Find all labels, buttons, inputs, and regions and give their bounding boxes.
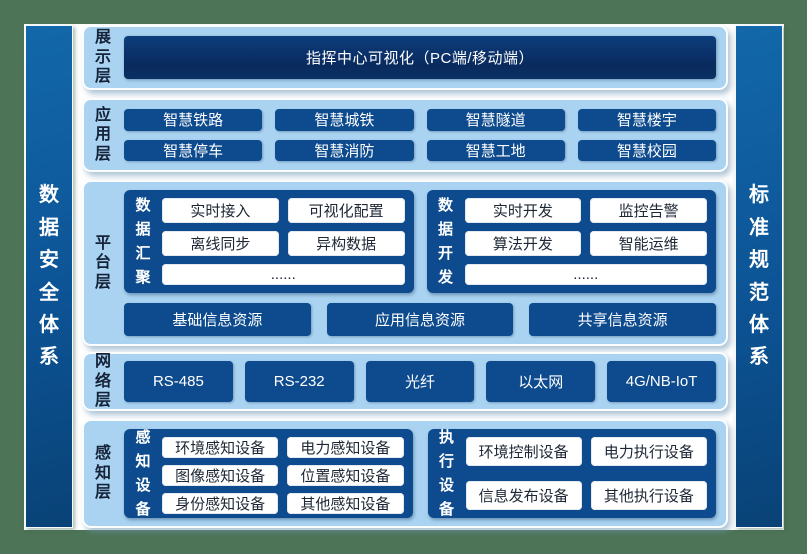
actuator-devices-group-label: 执行设备 <box>438 428 454 518</box>
platform-item: 实时接入 <box>162 198 279 223</box>
layer-platform-label: 平台层 <box>94 234 111 291</box>
platform-item: 可视化配置 <box>287 198 405 223</box>
app-item: 智慧铁路 <box>124 109 263 131</box>
platform-item: 离线同步 <box>162 231 279 256</box>
sensing-device-item: 环境感知设备 <box>162 437 279 458</box>
layer-perception-label: 感知层 <box>94 445 111 502</box>
data-aggregation-group: 数据汇聚 实时接入 可视化配置 离线同步 异构数据 ...... <box>124 190 414 293</box>
platform-item-ellipsis: ...... <box>464 264 707 285</box>
layer-application: 应用层 智慧铁路 智慧城铁 智慧隧道 智慧楼宇 智慧停车 智慧消防 智慧工地 智… <box>82 98 728 172</box>
standards-pillar-label: 标准规范体系 <box>748 184 769 369</box>
command-center-box: 指挥中心可视化（PC端/移动端） <box>124 36 716 79</box>
app-item: 智慧工地 <box>426 139 565 161</box>
actuator-device-item: 信息发布设备 <box>465 481 582 510</box>
actuator-device-item: 环境控制设备 <box>465 437 582 466</box>
sensing-devices-group: 感知设备 环境感知设备 电力感知设备 图像感知设备 位置感知设备 身份感知设备 … <box>124 429 413 518</box>
application-grid: 智慧铁路 智慧城铁 智慧隧道 智慧楼宇 智慧停车 智慧消防 智慧工地 智慧校园 <box>122 100 726 170</box>
layer-platform: 平台层 数据汇聚 实时接入 可视化配置 离线同步 异构数据 ...... <box>82 180 728 346</box>
resource-item: 共享信息资源 <box>529 303 717 336</box>
layer-network: 网络层 RS-485 RS-232 光纤 以太网 4G/NB-IoT <box>82 352 728 411</box>
layer-perception: 感知层 感知设备 环境感知设备 电力感知设备 图像感知设备 位置感知设备 身份感… <box>82 419 728 528</box>
app-item: 智慧楼宇 <box>577 109 716 131</box>
data-development-group-label: 数据开发 <box>437 196 453 286</box>
data-security-pillar: 数据安全体系 <box>25 25 73 528</box>
app-item: 智慧隧道 <box>426 109 565 131</box>
layer-display-label: 展示层 <box>94 29 111 86</box>
app-item: 智慧停车 <box>124 139 263 161</box>
sensing-device-item: 电力感知设备 <box>287 437 404 458</box>
sensing-device-item: 身份感知设备 <box>162 493 279 514</box>
platform-item-ellipsis: ...... <box>162 264 405 285</box>
app-item: 智慧校园 <box>577 139 716 161</box>
layer-display: 展示层 指挥中心可视化（PC端/移动端） <box>82 25 728 90</box>
platform-item: 监控告警 <box>590 198 707 223</box>
platform-item: 异构数据 <box>287 231 405 256</box>
sensing-device-item: 图像感知设备 <box>162 465 279 486</box>
app-item: 智慧城铁 <box>275 109 414 131</box>
network-row: RS-485 RS-232 光纤 以太网 4G/NB-IoT <box>122 354 726 409</box>
sensing-device-item: 位置感知设备 <box>287 465 404 486</box>
layer-application-label: 应用层 <box>94 106 111 163</box>
app-item: 智慧消防 <box>275 139 414 161</box>
platform-item: 算法开发 <box>464 231 582 256</box>
data-aggregation-group-label: 数据汇聚 <box>135 196 151 286</box>
standards-pillar: 标准规范体系 <box>735 25 783 528</box>
sensing-device-item: 其他感知设备 <box>287 493 404 514</box>
data-security-pillar-label: 数据安全体系 <box>38 184 59 369</box>
network-item: RS-485 <box>124 361 233 402</box>
layer-network-label: 网络层 <box>94 353 111 410</box>
platform-item: 实时开发 <box>464 198 582 223</box>
platform-item: 智能运维 <box>590 231 707 256</box>
resource-item: 应用信息资源 <box>326 303 514 336</box>
actuator-device-item: 电力执行设备 <box>590 437 707 466</box>
network-item: RS-232 <box>244 361 354 402</box>
data-development-group: 数据开发 实时开发 监控告警 算法开发 智能运维 ...... <box>426 190 716 293</box>
resource-item: 基础信息资源 <box>124 303 311 336</box>
actuator-devices-group: 执行设备 环境控制设备 电力执行设备 信息发布设备 其他执行设备 <box>427 429 716 518</box>
actuator-device-item: 其他执行设备 <box>590 481 707 510</box>
network-item: 以太网 <box>486 361 596 402</box>
network-item: 4G/NB-IoT <box>607 361 716 402</box>
network-item: 光纤 <box>365 361 475 402</box>
sensing-devices-group-label: 感知设备 <box>135 428 151 518</box>
